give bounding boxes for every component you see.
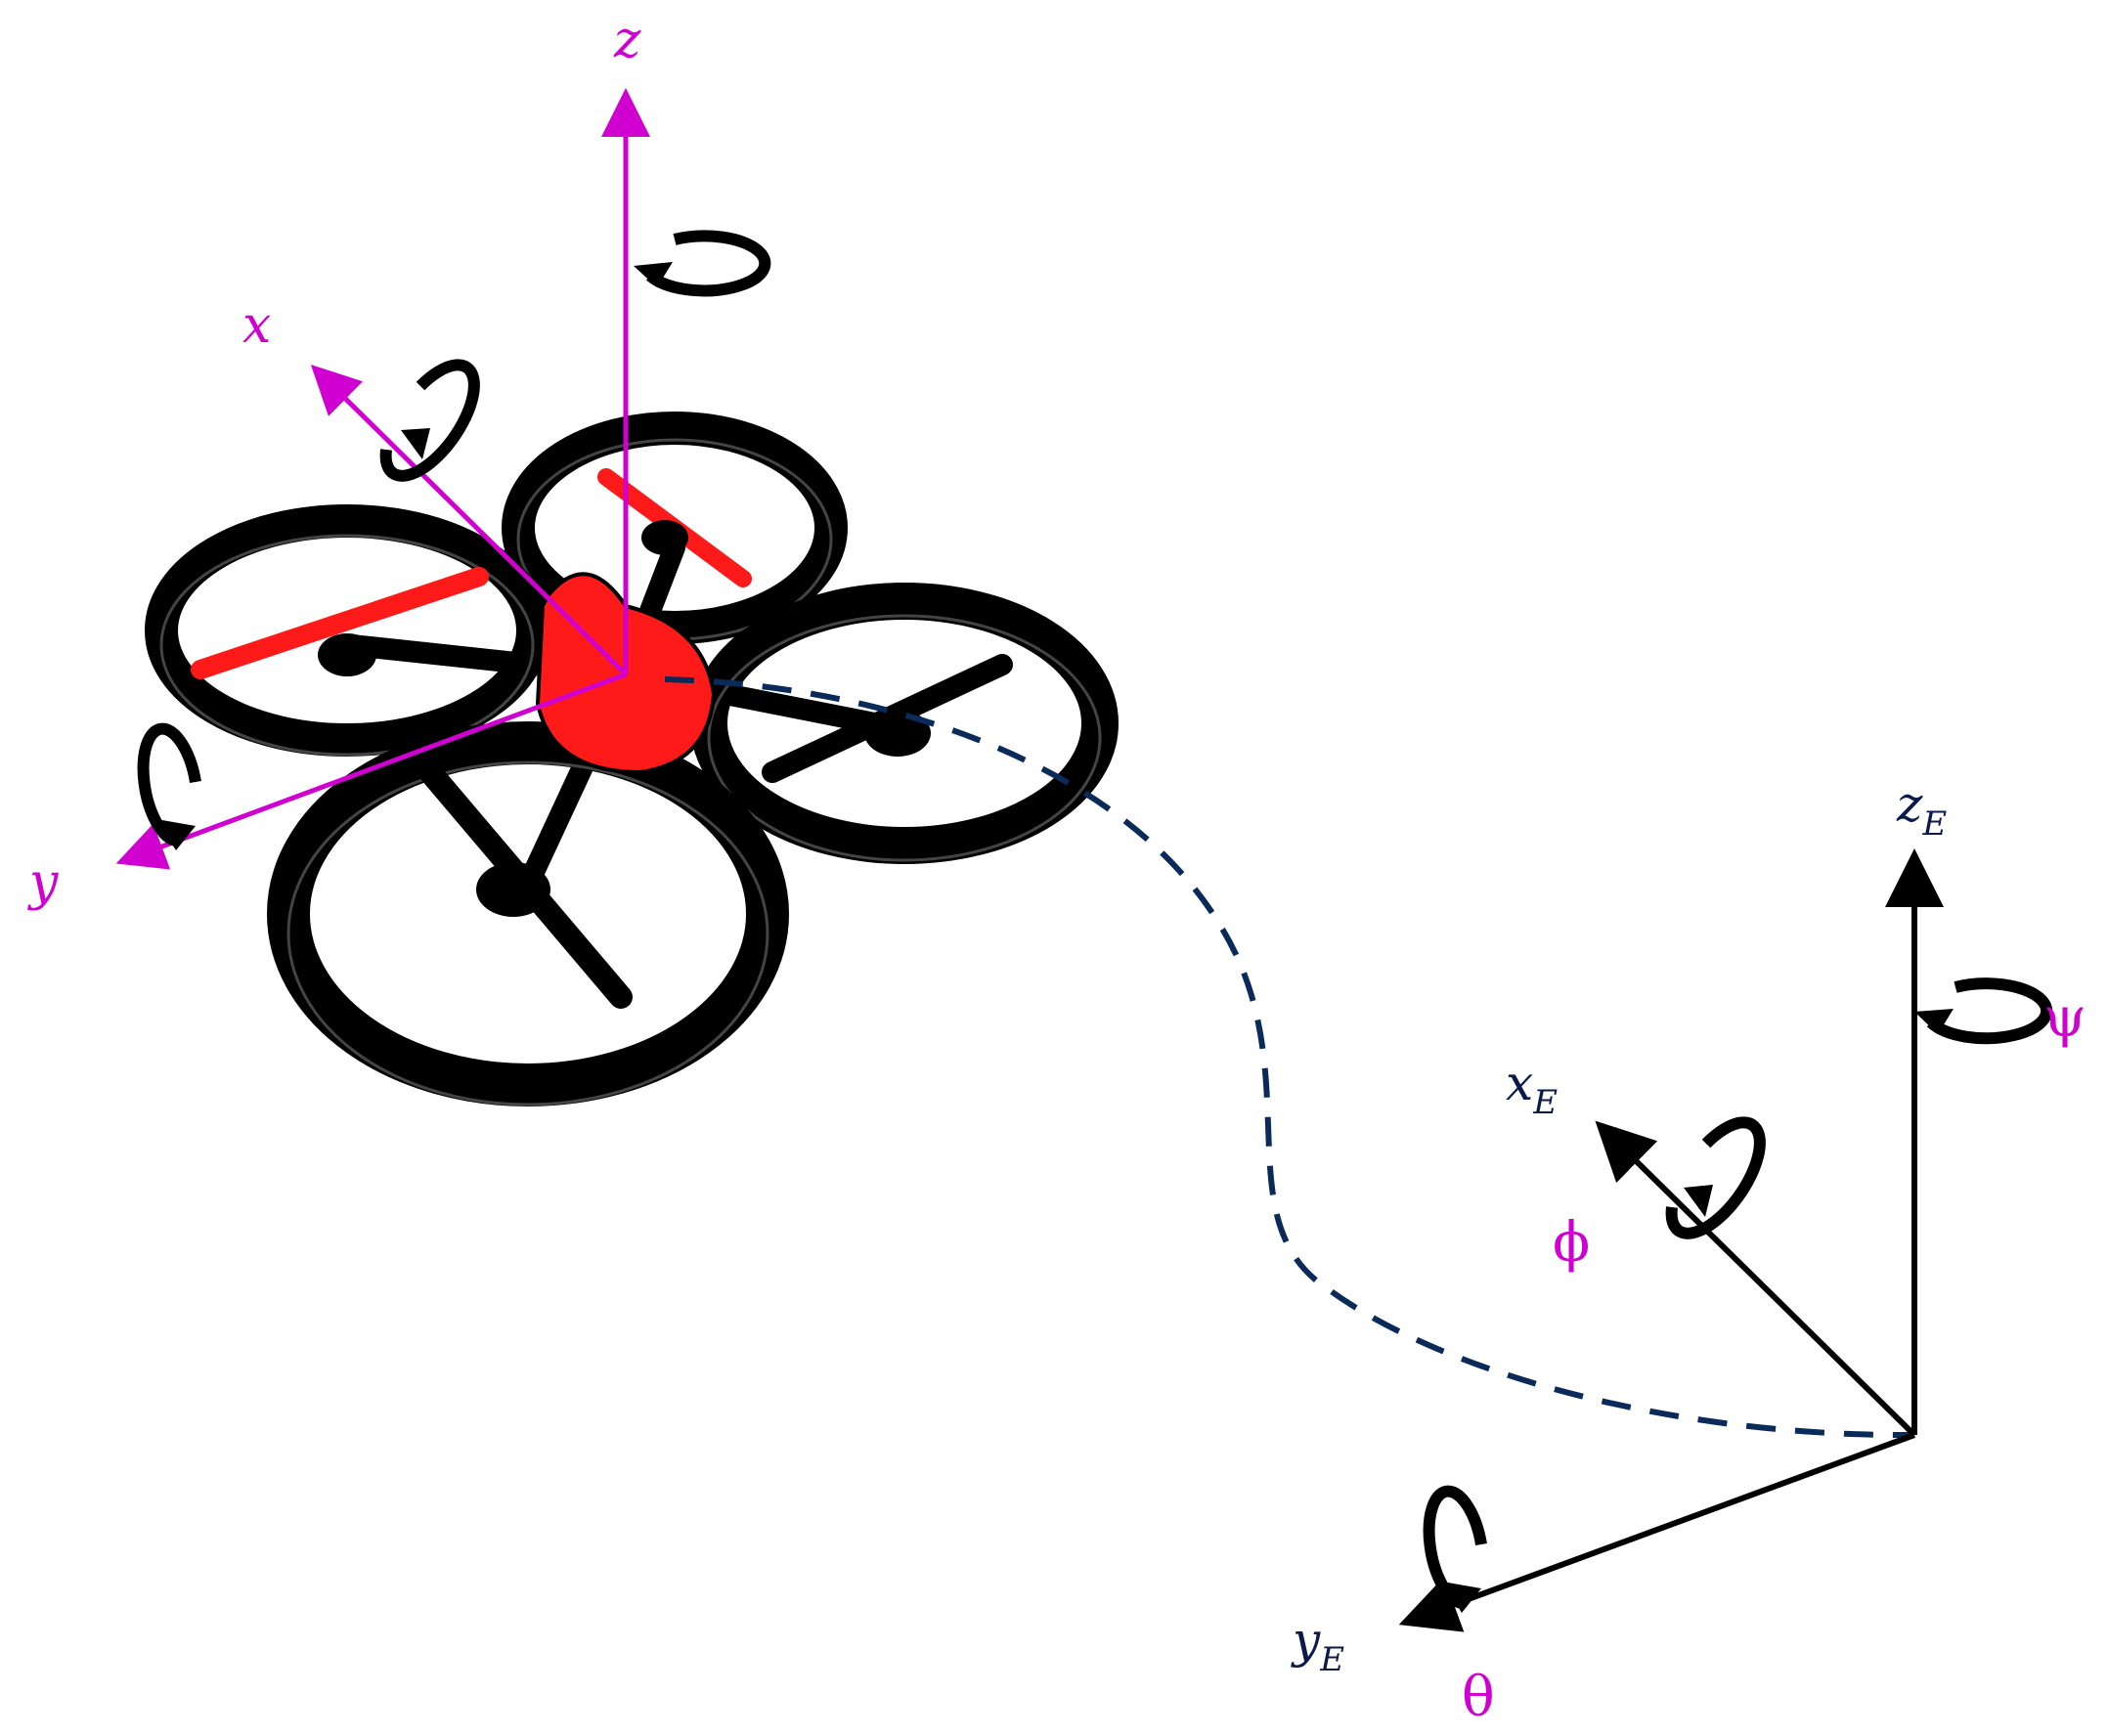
rotor-ring-front <box>267 721 789 1107</box>
body-y-label: y <box>27 853 59 912</box>
earth-x-label: xE <box>1506 1055 1558 1122</box>
body-x-label: x <box>242 296 271 355</box>
trajectory-path <box>664 676 1915 1439</box>
yaw-label: ψ <box>2043 986 2086 1050</box>
rotor-ring-left <box>145 504 549 757</box>
earth-z-label: zE <box>1896 776 1947 844</box>
pitch-label: θ <box>1462 1666 1495 1729</box>
earth-y-axis <box>1398 1432 1916 1632</box>
quadcopter-icon <box>145 412 1119 1107</box>
rotor-ring-right <box>690 583 1119 864</box>
earth-frame-axes <box>1398 848 1944 1632</box>
body-x-axis <box>310 364 628 676</box>
earth-y-label: yE <box>1291 1612 1344 1679</box>
body-frame-axes <box>115 88 650 870</box>
body-z-label: z <box>613 11 641 69</box>
roll-label: ϕ <box>1553 1211 1590 1275</box>
earth-x-axis <box>1595 1120 1917 1438</box>
body-y-axis <box>115 672 627 870</box>
rotation-arrow-icon <box>137 230 2053 1613</box>
